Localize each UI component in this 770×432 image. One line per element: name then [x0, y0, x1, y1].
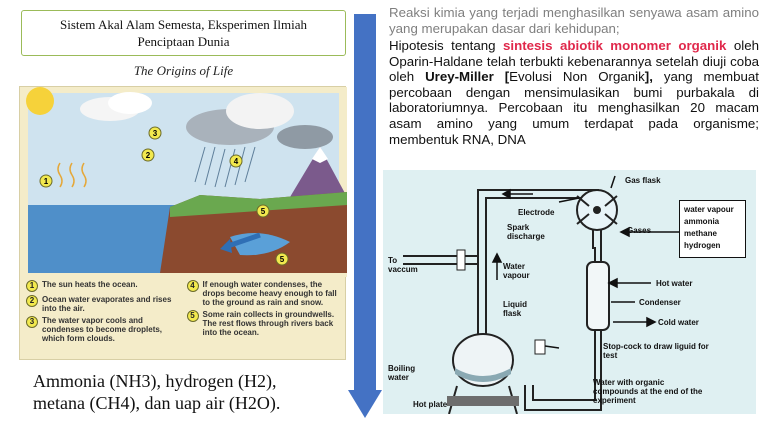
- gas-item: ammonia: [684, 217, 720, 226]
- svg-text:3: 3: [153, 129, 158, 138]
- gas-list-box: water vapour ammonia methane hydrogen: [679, 200, 746, 258]
- svg-text:5: 5: [280, 255, 285, 264]
- gas-list-line-2: metana (CH4), dan uap air (H2O).: [33, 393, 281, 413]
- caption-number-badge: 2: [26, 295, 38, 307]
- water-cycle-captions: 1 The sun heats the ocean. 2 Ocean water…: [20, 277, 347, 361]
- caption-item: 4 If enough water condenses, the drops b…: [186, 280, 342, 307]
- svg-text:5: 5: [261, 207, 266, 216]
- water-cycle-illustration: 1 2 3 4 5 5: [20, 87, 347, 277]
- title-line-1: Sistem Akal Alam Semesta, Eksperimen Ilm…: [60, 17, 307, 32]
- caption-text: If enough water condenses, the drops bec…: [202, 280, 337, 307]
- caption-text: Some rain collects in groundwells. The r…: [202, 310, 335, 337]
- electrode-label: Electrode: [518, 208, 555, 217]
- caption-number-badge: 4: [186, 280, 199, 292]
- caption-item: 2 Ocean water evaporates and rises into …: [26, 295, 181, 313]
- cold-water-label: Cold water: [658, 318, 699, 327]
- urey-miller-text: Urey-Miller [: [425, 69, 510, 85]
- hypothesis-text-a: Hipotesis tentang: [389, 38, 503, 53]
- gas-list-line-1: Ammonia (NH3), hydrogen (H2),: [33, 371, 277, 391]
- svg-text:4: 4: [234, 157, 239, 166]
- organic-compounds-label: Water with organic compounds at the end …: [593, 378, 703, 405]
- caption-number-badge: 1: [26, 280, 38, 292]
- hot-water-label: Hot water: [656, 279, 693, 288]
- miller-urey-diagram: Gas flask Electrode Spark discharge Gase…: [383, 170, 756, 414]
- title-line-2: Penciptaan Dunia: [137, 34, 230, 49]
- bracket-close-text: ],: [644, 69, 653, 85]
- gases-label: Gases: [627, 226, 652, 235]
- gas-list-text: Ammonia (NH3), hydrogen (H2), metana (CH…: [33, 370, 343, 414]
- caption-number-badge: 5: [186, 310, 199, 322]
- svg-text:2: 2: [146, 151, 151, 160]
- hypothesis-text-d: yang membuat percobaan dengan mensimulas…: [389, 69, 759, 147]
- hypothesis-text-b: oleh Oparin-Haldane telah terbukti keben…: [389, 38, 759, 85]
- gas-item: methane: [684, 229, 717, 238]
- hot-plate-label: Hot plate: [413, 400, 448, 409]
- slide-title-box: Sistem Akal Alam Semesta, Eksperimen Ilm…: [21, 10, 346, 56]
- to-vacuum-label: To vaccum: [388, 256, 418, 274]
- caption-number-badge: 3: [26, 316, 38, 328]
- condenser-label: Condenser: [639, 298, 681, 307]
- caption-item: 1 The sun heats the ocean.: [26, 280, 181, 292]
- svg-text:1: 1: [44, 177, 49, 186]
- gas-item: hydrogen: [684, 241, 721, 250]
- gas-flask-label: Gas flask: [625, 176, 661, 185]
- water-vapour-label: Water vapour: [503, 262, 530, 280]
- apparatus-drawing: [403, 175, 681, 414]
- boiling-water-label: Boiling water: [388, 364, 416, 382]
- caption-item: 5 Some rain collects in groundwells. The…: [186, 310, 342, 337]
- figure-subtitle: The Origins of Life: [133, 63, 234, 78]
- abiotic-synthesis-highlight: sintesis abiotik monomer organik: [503, 38, 727, 53]
- caption-text: The water vapor cools and condenses to b…: [42, 316, 163, 343]
- spark-discharge-label: Spark discharge: [507, 223, 545, 241]
- down-arrow-icon: [348, 14, 382, 418]
- evolution-text: Evolusi Non Organik: [509, 69, 645, 85]
- caption-item: 3 The water vapor cools and condenses to…: [26, 316, 181, 343]
- stopcock-label: Stop-cock to draw liguid for test: [603, 342, 709, 360]
- intro-paragraph: Reaksi kimia yang terjadi menghasilkan s…: [389, 5, 759, 36]
- liquid-flask-label: Liquid flask: [503, 300, 527, 318]
- water-cycle-figure: 1 2 3 4 5 5 1 The sun heats the ocean. 2…: [19, 86, 347, 361]
- hypothesis-paragraph: Hipotesis tentang sintesis abiotik monom…: [389, 38, 759, 147]
- caption-text: The sun heats the ocean.: [42, 280, 138, 289]
- gas-item: water vapour: [684, 205, 734, 214]
- caption-text: Ocean water evaporates and rises into th…: [42, 295, 172, 313]
